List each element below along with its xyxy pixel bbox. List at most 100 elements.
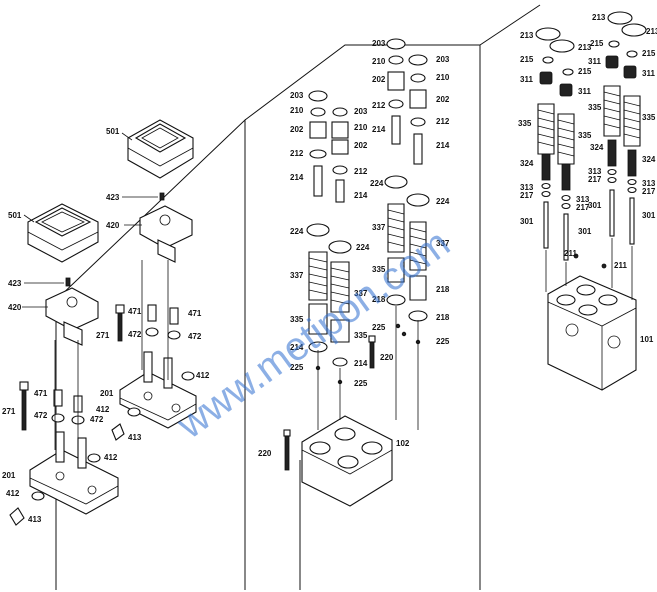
label-220: 220 — [258, 449, 272, 458]
label-501: 501 — [8, 211, 22, 220]
label-313: 313 — [588, 167, 602, 176]
label-225: 225 — [290, 363, 304, 372]
label-217: 217 — [588, 175, 602, 184]
label-210: 210 — [290, 106, 304, 115]
bolt-271 — [19, 304, 125, 431]
label-412: 412 — [6, 489, 20, 498]
label-212: 212 — [372, 101, 386, 110]
label-311: 311 — [642, 69, 655, 78]
label-472: 472 — [90, 415, 104, 424]
label-225: 225 — [354, 379, 368, 388]
label-324: 324 — [642, 155, 656, 164]
label-202: 202 — [354, 141, 368, 150]
label-214: 214 — [354, 359, 368, 368]
label-337: 337 — [354, 289, 368, 298]
label-101: 101 — [640, 335, 654, 344]
stack-right-column-b — [406, 54, 430, 322]
label-301: 301 — [588, 201, 602, 210]
label-412: 412 — [104, 453, 118, 462]
label-211: 211 — [614, 261, 627, 270]
middle-leader-lines — [317, 306, 419, 430]
label-301: 301 — [520, 217, 534, 226]
part-number-labels: 501 501 423 423 420 420 271 271 471 471 … — [2, 13, 657, 524]
springs-324 — [541, 139, 637, 191]
label-201: 201 — [100, 389, 114, 398]
label-412: 412 — [196, 371, 210, 380]
label-218: 218 — [436, 285, 450, 294]
label-213: 213 — [592, 13, 606, 22]
label-212: 212 — [436, 117, 450, 126]
label-472: 472 — [34, 411, 48, 420]
stack-left-column — [306, 90, 330, 353]
left-leader-lines — [22, 132, 169, 450]
label-224: 224 — [290, 227, 304, 236]
label-218: 218 — [372, 295, 386, 304]
label-212: 212 — [354, 167, 368, 176]
label-218: 218 — [436, 313, 450, 322]
label-217: 217 — [642, 187, 656, 196]
label-313: 313 — [520, 183, 534, 192]
label-214: 214 — [436, 141, 450, 150]
label-217: 217 — [520, 191, 534, 200]
label-224: 224 — [436, 197, 450, 206]
cam-plate-420-upper — [139, 205, 193, 263]
label-201: 201 — [2, 471, 16, 480]
label-213: 213 — [520, 31, 534, 40]
label-337: 337 — [290, 271, 304, 280]
label-210: 210 — [436, 73, 450, 82]
label-413: 413 — [128, 433, 142, 442]
label-202: 202 — [436, 95, 450, 104]
label-301: 301 — [578, 227, 592, 236]
stack-right-column-a — [384, 38, 408, 306]
plate-201-lower — [29, 431, 119, 515]
label-413: 413 — [28, 515, 42, 524]
label-215: 215 — [642, 49, 656, 58]
plug-412-413 — [9, 371, 195, 526]
seals-215 — [542, 40, 638, 76]
label-210: 210 — [372, 57, 386, 66]
casing-102 — [301, 415, 393, 507]
label-203: 203 — [354, 107, 368, 116]
label-203: 203 — [372, 39, 386, 48]
cover-boot-501-lower — [27, 203, 99, 263]
label-225: 225 — [372, 323, 386, 332]
bolt-220 — [283, 335, 376, 471]
label-220: 220 — [380, 353, 394, 362]
label-211: 211 — [564, 249, 577, 258]
label-313: 313 — [576, 195, 590, 204]
label-335: 335 — [290, 315, 304, 324]
label-412: 412 — [96, 405, 110, 414]
label-210: 210 — [354, 123, 368, 132]
label-335: 335 — [354, 331, 368, 340]
label-324: 324 — [520, 159, 534, 168]
label-214: 214 — [372, 125, 386, 134]
label-423: 423 — [106, 193, 120, 202]
label-102: 102 — [396, 439, 410, 448]
label-202: 202 — [372, 75, 386, 84]
label-335: 335 — [372, 265, 386, 274]
label-471: 471 — [128, 307, 142, 316]
label-471: 471 — [34, 389, 48, 398]
label-213: 213 — [578, 43, 592, 52]
label-311: 311 — [578, 87, 591, 96]
stack-center-column — [328, 107, 352, 367]
label-472: 472 — [128, 330, 142, 339]
label-335: 335 — [588, 103, 602, 112]
label-423: 423 — [8, 279, 22, 288]
label-311: 311 — [520, 75, 533, 84]
label-301: 301 — [642, 211, 656, 220]
label-217: 217 — [576, 203, 590, 212]
screw-423 — [65, 192, 165, 287]
label-213: 213 — [646, 27, 657, 36]
label-224: 224 — [370, 179, 384, 188]
washers-313-217 — [541, 168, 637, 210]
label-215: 215 — [520, 55, 534, 64]
label-203: 203 — [436, 55, 450, 64]
label-420: 420 — [8, 303, 22, 312]
label-214: 214 — [290, 343, 304, 352]
label-212: 212 — [290, 149, 304, 158]
right-leader-lines — [545, 238, 633, 300]
label-202: 202 — [290, 125, 304, 134]
cover-boot-501-upper — [127, 119, 194, 179]
